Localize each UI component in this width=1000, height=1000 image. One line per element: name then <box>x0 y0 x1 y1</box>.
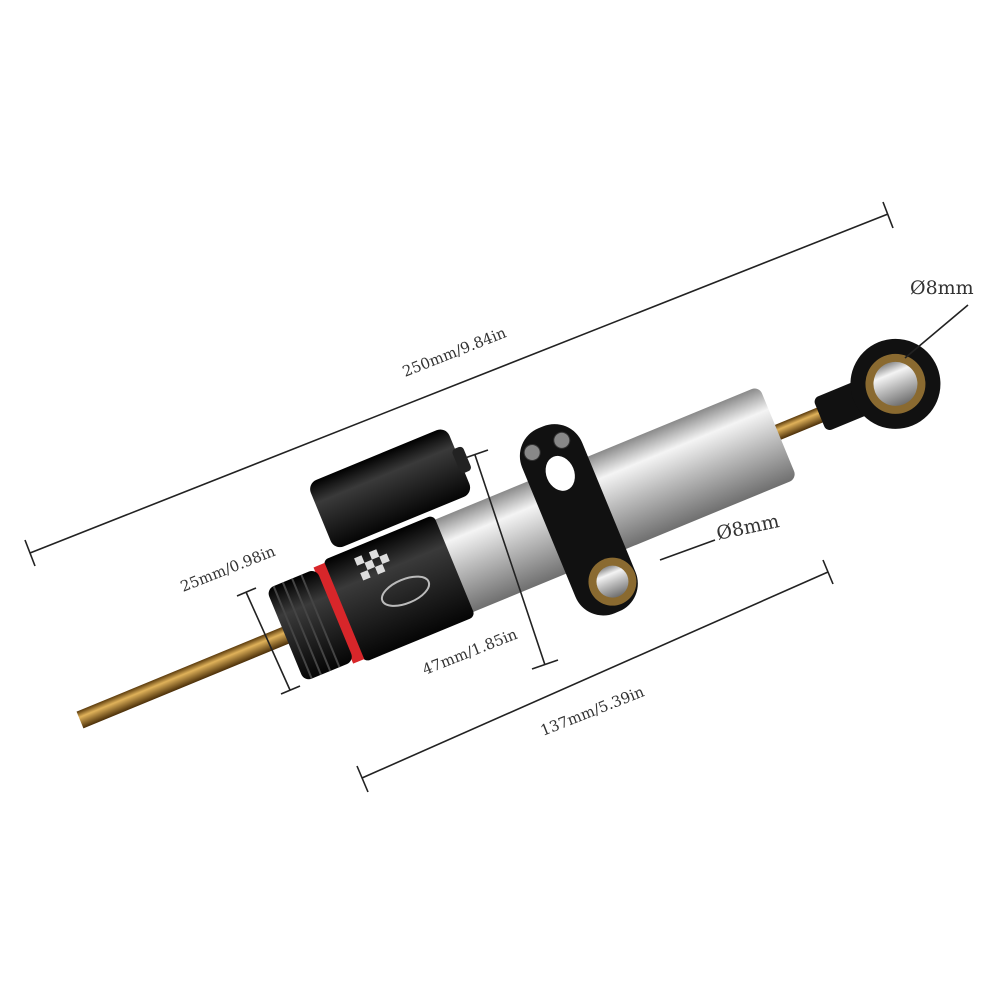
logo-emblem <box>380 575 431 607</box>
head-body <box>324 516 474 661</box>
knob-diameter-label: 25mm/0.98in <box>178 542 278 596</box>
mounting-clamp <box>519 424 638 616</box>
screw-icon <box>523 444 541 462</box>
reservoir <box>310 429 471 548</box>
eye-diameter-top-label: Ø8mm <box>910 277 974 299</box>
reservoir-cap <box>452 446 471 474</box>
dimension-eye-top: Ø8mm <box>904 277 974 359</box>
screw-icon <box>553 431 571 449</box>
checkered-flag-icon <box>354 549 390 581</box>
red-ring <box>313 562 365 664</box>
silver-cylinder <box>428 388 795 614</box>
total-length-label: 250mm/9.84in <box>400 323 509 380</box>
piston-rod-left <box>76 612 324 729</box>
body-length-label: 137mm/5.39in <box>538 682 647 739</box>
damper <box>76 338 941 729</box>
eye-diameter-clamp-label: Ø8mm <box>714 510 781 545</box>
rod-end-eye <box>814 338 941 430</box>
